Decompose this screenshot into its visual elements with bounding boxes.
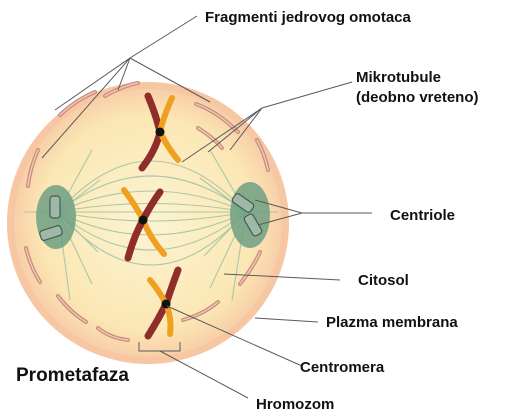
label-microtubules-line2: (deobno vreteno) [356,89,479,106]
label-chromosome: Hromozom [256,396,334,413]
label-centrioles: Centriole [390,207,455,224]
label-microtubules-line1: Mikrotubule [356,69,441,86]
label-nuclear-envelope-fragments: Fragmenti jedrovog omotaca [205,9,412,26]
centromere-dot [139,216,148,225]
label-plasma-membrane: Plazma membrana [326,314,458,331]
label-cytosol: Citosol [358,272,409,289]
stage-title: Prometafaza [16,365,129,386]
label-centromere: Centromera [300,359,385,376]
centromere-dot [156,128,165,137]
